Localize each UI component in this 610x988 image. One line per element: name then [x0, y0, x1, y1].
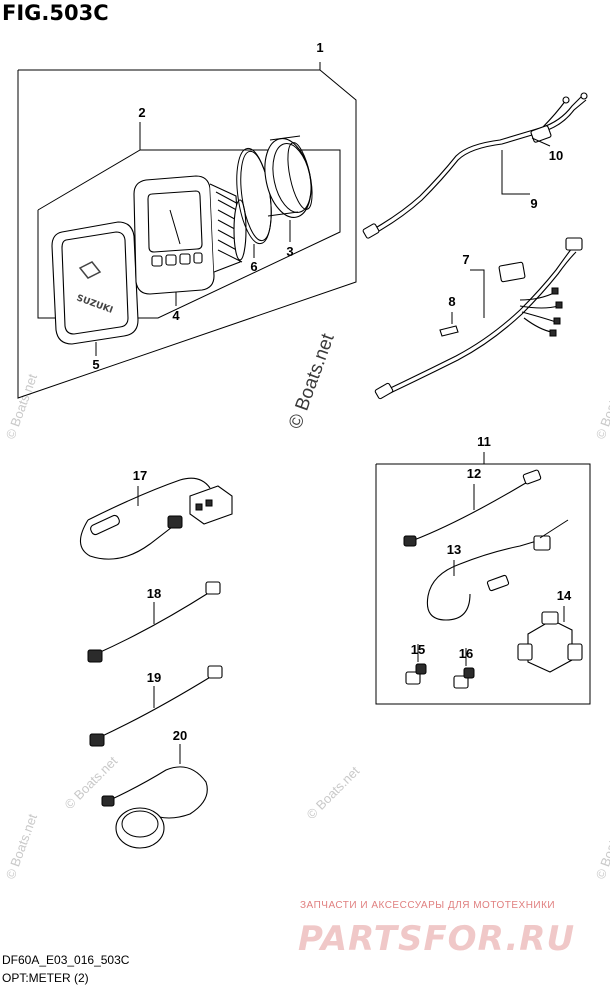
main-harness-icon: [374, 237, 583, 400]
advert-line: ЗАПЧАСТИ И АКСЕССУАРЫ ДЛЯ МОТОТЕХНИКИ: [300, 900, 555, 911]
callout-6: 6: [250, 259, 257, 274]
callout-11: 11: [477, 434, 491, 449]
side-watermark-top-left: © Boats.net: [3, 372, 41, 442]
cable-icon-17: [79, 477, 233, 560]
sensor-icon: [101, 766, 208, 849]
advert-brand: PARTSFOR.RU: [298, 919, 575, 959]
callout-10: 10: [549, 148, 563, 163]
cable-icon-13: [426, 519, 569, 621]
callout-19: 19: [147, 670, 161, 685]
callout-12: 12: [467, 466, 481, 481]
meter-sub-box: [37, 122, 341, 319]
t-connector-icon: [517, 611, 583, 673]
callout-18: 18: [147, 586, 161, 601]
cover-icon: SUZUKI: [51, 221, 139, 345]
callout-13: 13: [447, 542, 461, 557]
callout-15: 15: [411, 642, 425, 657]
side-watermark-bottom-right: © Boats.net: [304, 763, 363, 822]
callout-9: 9: [530, 196, 537, 211]
callout-17: 17: [133, 468, 147, 483]
cable-icon-12: [403, 469, 542, 547]
terminator-icon-16: [453, 667, 475, 689]
figure-caption: OPT:METER (2): [2, 971, 89, 985]
wire-harness-icon: [362, 92, 588, 239]
callout-20: 20: [173, 728, 187, 743]
side-watermark-bottom-edge-left: © Boats.net: [3, 812, 41, 882]
callout-16: 16: [459, 646, 473, 661]
callout-4: 4: [172, 308, 180, 323]
cable-icon-18: [87, 581, 221, 663]
terminator-icon-15: [405, 663, 427, 685]
main-watermark: © Boats.net: [285, 330, 339, 431]
assembly-11-box: [375, 452, 591, 705]
callout-3: 3: [286, 244, 293, 259]
callout-7: 7: [462, 252, 469, 267]
gauge-icon: [133, 175, 247, 295]
callout-14: 14: [557, 588, 572, 603]
callout-9-10-bracket: [501, 137, 551, 195]
figure-title: FIG.503C: [2, 1, 109, 25]
callout-5: 5: [92, 357, 99, 372]
callout-2: 2: [138, 105, 145, 120]
side-watermark-top-right: © Boats.net: [593, 372, 610, 442]
ring-nut-icon: [264, 135, 313, 218]
callout-1: 1: [316, 40, 323, 55]
assembly-1-box: [17, 62, 357, 399]
model-code: DF60A_E03_016_503C: [2, 953, 130, 967]
callout-8: 8: [448, 294, 455, 309]
side-watermark-bottom-edge-right: © Boats.net: [593, 812, 610, 882]
cable-icon-19: [89, 665, 223, 747]
